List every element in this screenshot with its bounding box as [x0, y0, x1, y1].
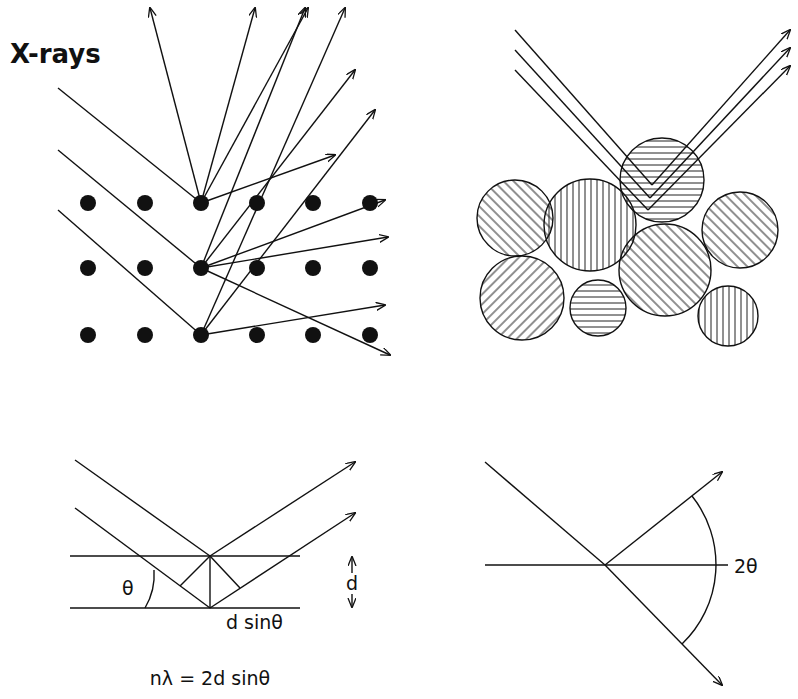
- angle-label: θ: [120, 578, 136, 599]
- figure-title: X-rays: [10, 41, 101, 67]
- grain-circles: [477, 138, 778, 346]
- bragg-equation: nλ = 2d sinθ: [148, 668, 272, 689]
- bragg-geometry: [70, 460, 355, 608]
- path-difference-label: d sinθ: [224, 612, 285, 633]
- lattice-points: [80, 195, 378, 343]
- spacing-label: d: [344, 573, 360, 594]
- scattering-angle: [485, 462, 728, 685]
- powder-rays: [515, 30, 790, 210]
- scattering-angle-label: 2θ: [732, 556, 760, 577]
- lattice-scattering: [58, 8, 390, 355]
